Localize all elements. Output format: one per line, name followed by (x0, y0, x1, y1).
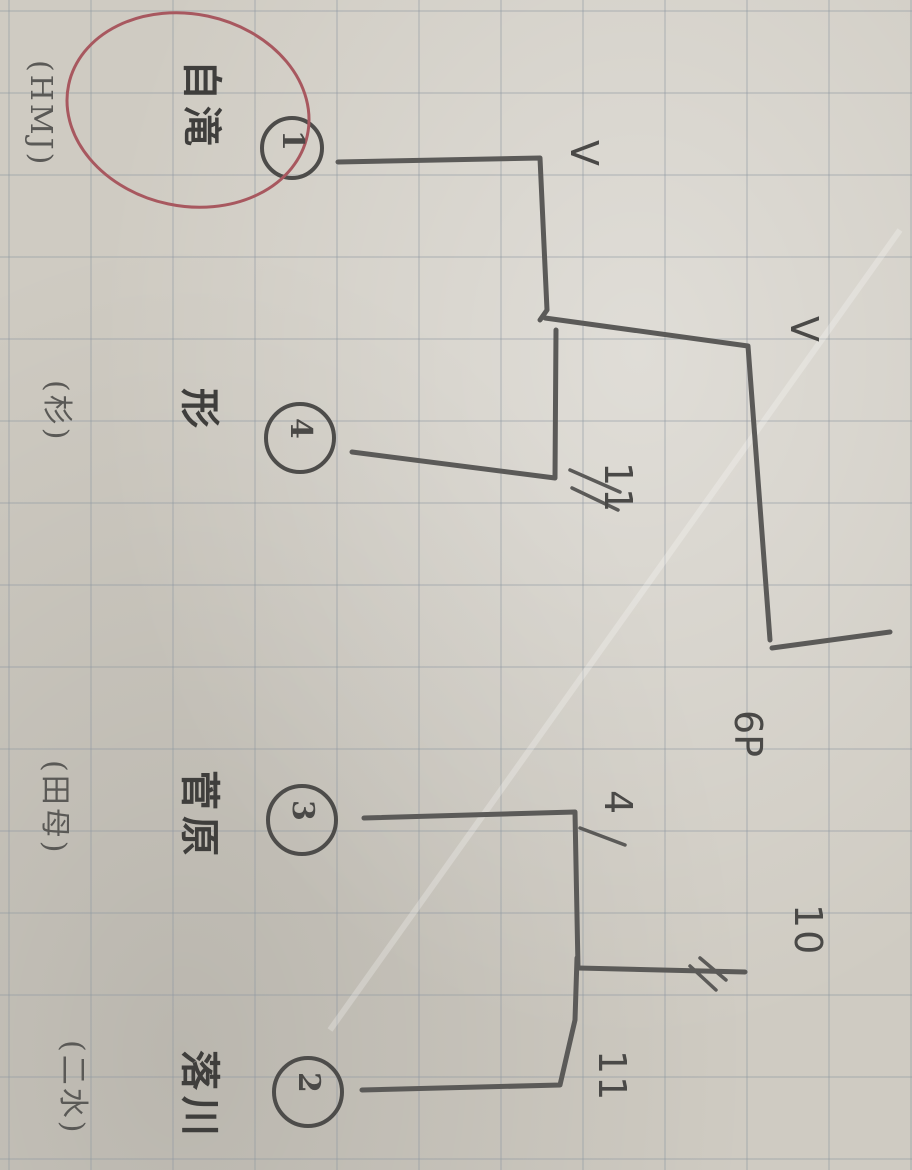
entrant-team-3: (田母) (36, 760, 80, 855)
bracket-line-seed-2 (362, 958, 577, 1090)
entrant-name-4: 形 (174, 388, 232, 434)
entrant-name-1: 自滝 (176, 60, 234, 152)
bracket-line-seed-3 (364, 812, 578, 968)
score-slash-semi-bottom (690, 958, 726, 990)
score-seed-2-round-1: 11 (590, 1050, 634, 1102)
bracket-line-seed-4 (352, 330, 556, 478)
bracket-line-semi-bottom (578, 968, 745, 972)
score-slash-seed-3 (580, 828, 625, 845)
score-seed-3-round-1: 4 (596, 790, 640, 816)
score-seed-1-final: V (782, 316, 826, 344)
entrant-name-2: 落川 (174, 1050, 232, 1142)
total-label: 6P (726, 710, 770, 757)
seed-number-1: 1 (275, 130, 310, 151)
entrant-team-2: (二水) (54, 1040, 98, 1135)
score-seed-1-round-1: V (562, 140, 606, 168)
seed-number-2: 2 (291, 1072, 326, 1093)
score-semi-bottom: 10 (786, 904, 830, 956)
entrant-name-3: 菅原 (174, 770, 232, 862)
bracket-line-seed-1 (338, 158, 547, 320)
score-seed-4-round-1: 11 (596, 462, 640, 514)
seed-number-3: 3 (285, 800, 320, 821)
entrant-team-4: (杉) (38, 380, 82, 442)
entrant-team-1: (HMJ) (23, 60, 58, 167)
bracket-line-final (772, 632, 890, 648)
bracket-line-semi-top (545, 318, 770, 640)
seed-number-4: 4 (283, 418, 318, 439)
